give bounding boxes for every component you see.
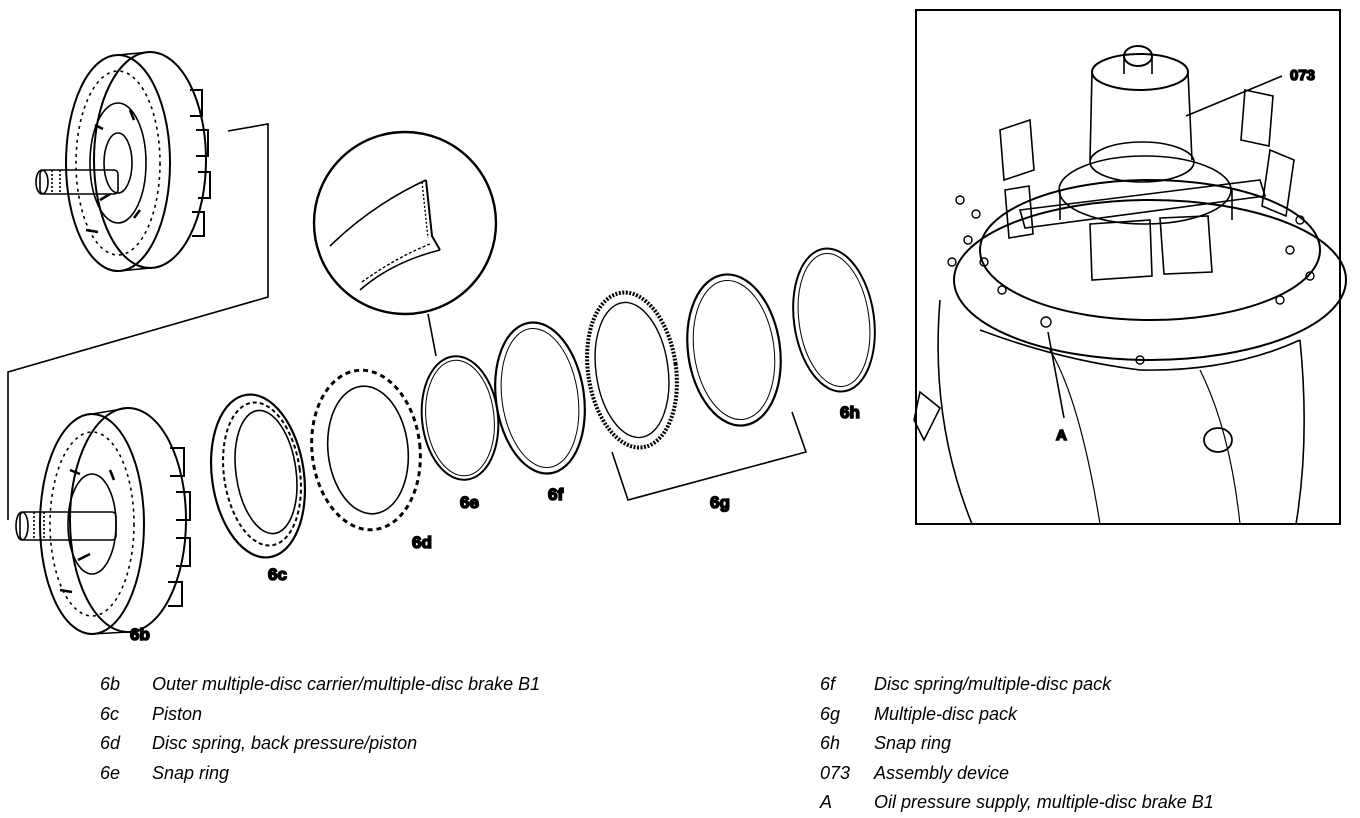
snap-ring-6e-illustration (420, 355, 500, 481)
outer-carrier-bottom-illustration (15, 407, 191, 635)
legend-text: Multiple-disc pack (874, 703, 1018, 724)
legend-code: 6b (100, 674, 121, 694)
legend-item: 6c Piston (100, 700, 540, 730)
legend-item: 6d Disc spring, back pressure/piston (100, 729, 540, 759)
exploded-diagram: 6b 6c 6d 6e 6f 6g 6h 073 A (7, 9, 1347, 645)
assembly-inset-panel (913, 9, 1347, 525)
callout-073: 073 (1290, 67, 1315, 84)
legend-code: A (820, 792, 833, 812)
callout-6c: 6c (268, 565, 287, 584)
callout-6h: 6h (840, 403, 860, 422)
legend-left: 6b Outer multiple-disc carrier/multiple-… (100, 670, 540, 788)
legend-right: 6f Disc spring/multiple-disc pack 6g Mul… (820, 670, 1214, 818)
legend-item: 6b Outer multiple-disc carrier/multiple-… (100, 670, 540, 700)
legend-code: 6d (100, 733, 121, 753)
disc-pack-illustration (585, 273, 782, 450)
callout-a: A (1056, 427, 1067, 444)
legend-item: 6e Snap ring (100, 759, 540, 789)
callout-6f: 6f (548, 485, 563, 504)
piston-illustration (209, 393, 307, 559)
snap-ring-6h-illustration (792, 247, 876, 393)
disc-pack-bracket (611, 411, 808, 501)
detail-magnifier (312, 130, 498, 357)
legend-code: 6e (100, 762, 121, 783)
legend-text: Piston (152, 703, 203, 724)
legend-code: 073 (820, 762, 851, 783)
legend-item: 6f Disc spring/multiple-disc pack (820, 670, 1214, 700)
callout-6d: 6d (412, 533, 432, 552)
legend-code: 6c (100, 703, 120, 724)
legend-text: Disc spring, back pressure/piston (152, 733, 418, 753)
outer-carrier-top-illustration (35, 51, 211, 272)
legend-text: Assembly device (874, 762, 1010, 783)
legend-item: 6h Snap ring (820, 729, 1214, 759)
disc-spring-6f-illustration (494, 321, 586, 475)
legend-text: Outer multiple-disc carrier/multiple-dis… (152, 674, 541, 694)
callout-6b: 6b (130, 625, 150, 644)
legend-code: 6g (820, 703, 841, 724)
legend-code: 6h (820, 733, 841, 753)
callout-6e: 6e (460, 493, 479, 512)
disc-spring-illustration (310, 368, 422, 532)
legend-code: 6f (820, 674, 836, 694)
legend-text: Snap ring (152, 762, 230, 783)
legend-item: 073 Assembly device (820, 759, 1214, 789)
legend-item: 6g Multiple-disc pack (820, 700, 1214, 730)
legend-text: Snap ring (874, 733, 952, 753)
legend-text: Oil pressure supply, multiple-disc brake… (874, 792, 1214, 812)
connector-line (7, 123, 269, 520)
legend-text: Disc spring/multiple-disc pack (874, 674, 1112, 694)
legend-item: A Oil pressure supply, multiple-disc bra… (820, 788, 1214, 818)
callout-6g: 6g (710, 493, 730, 512)
